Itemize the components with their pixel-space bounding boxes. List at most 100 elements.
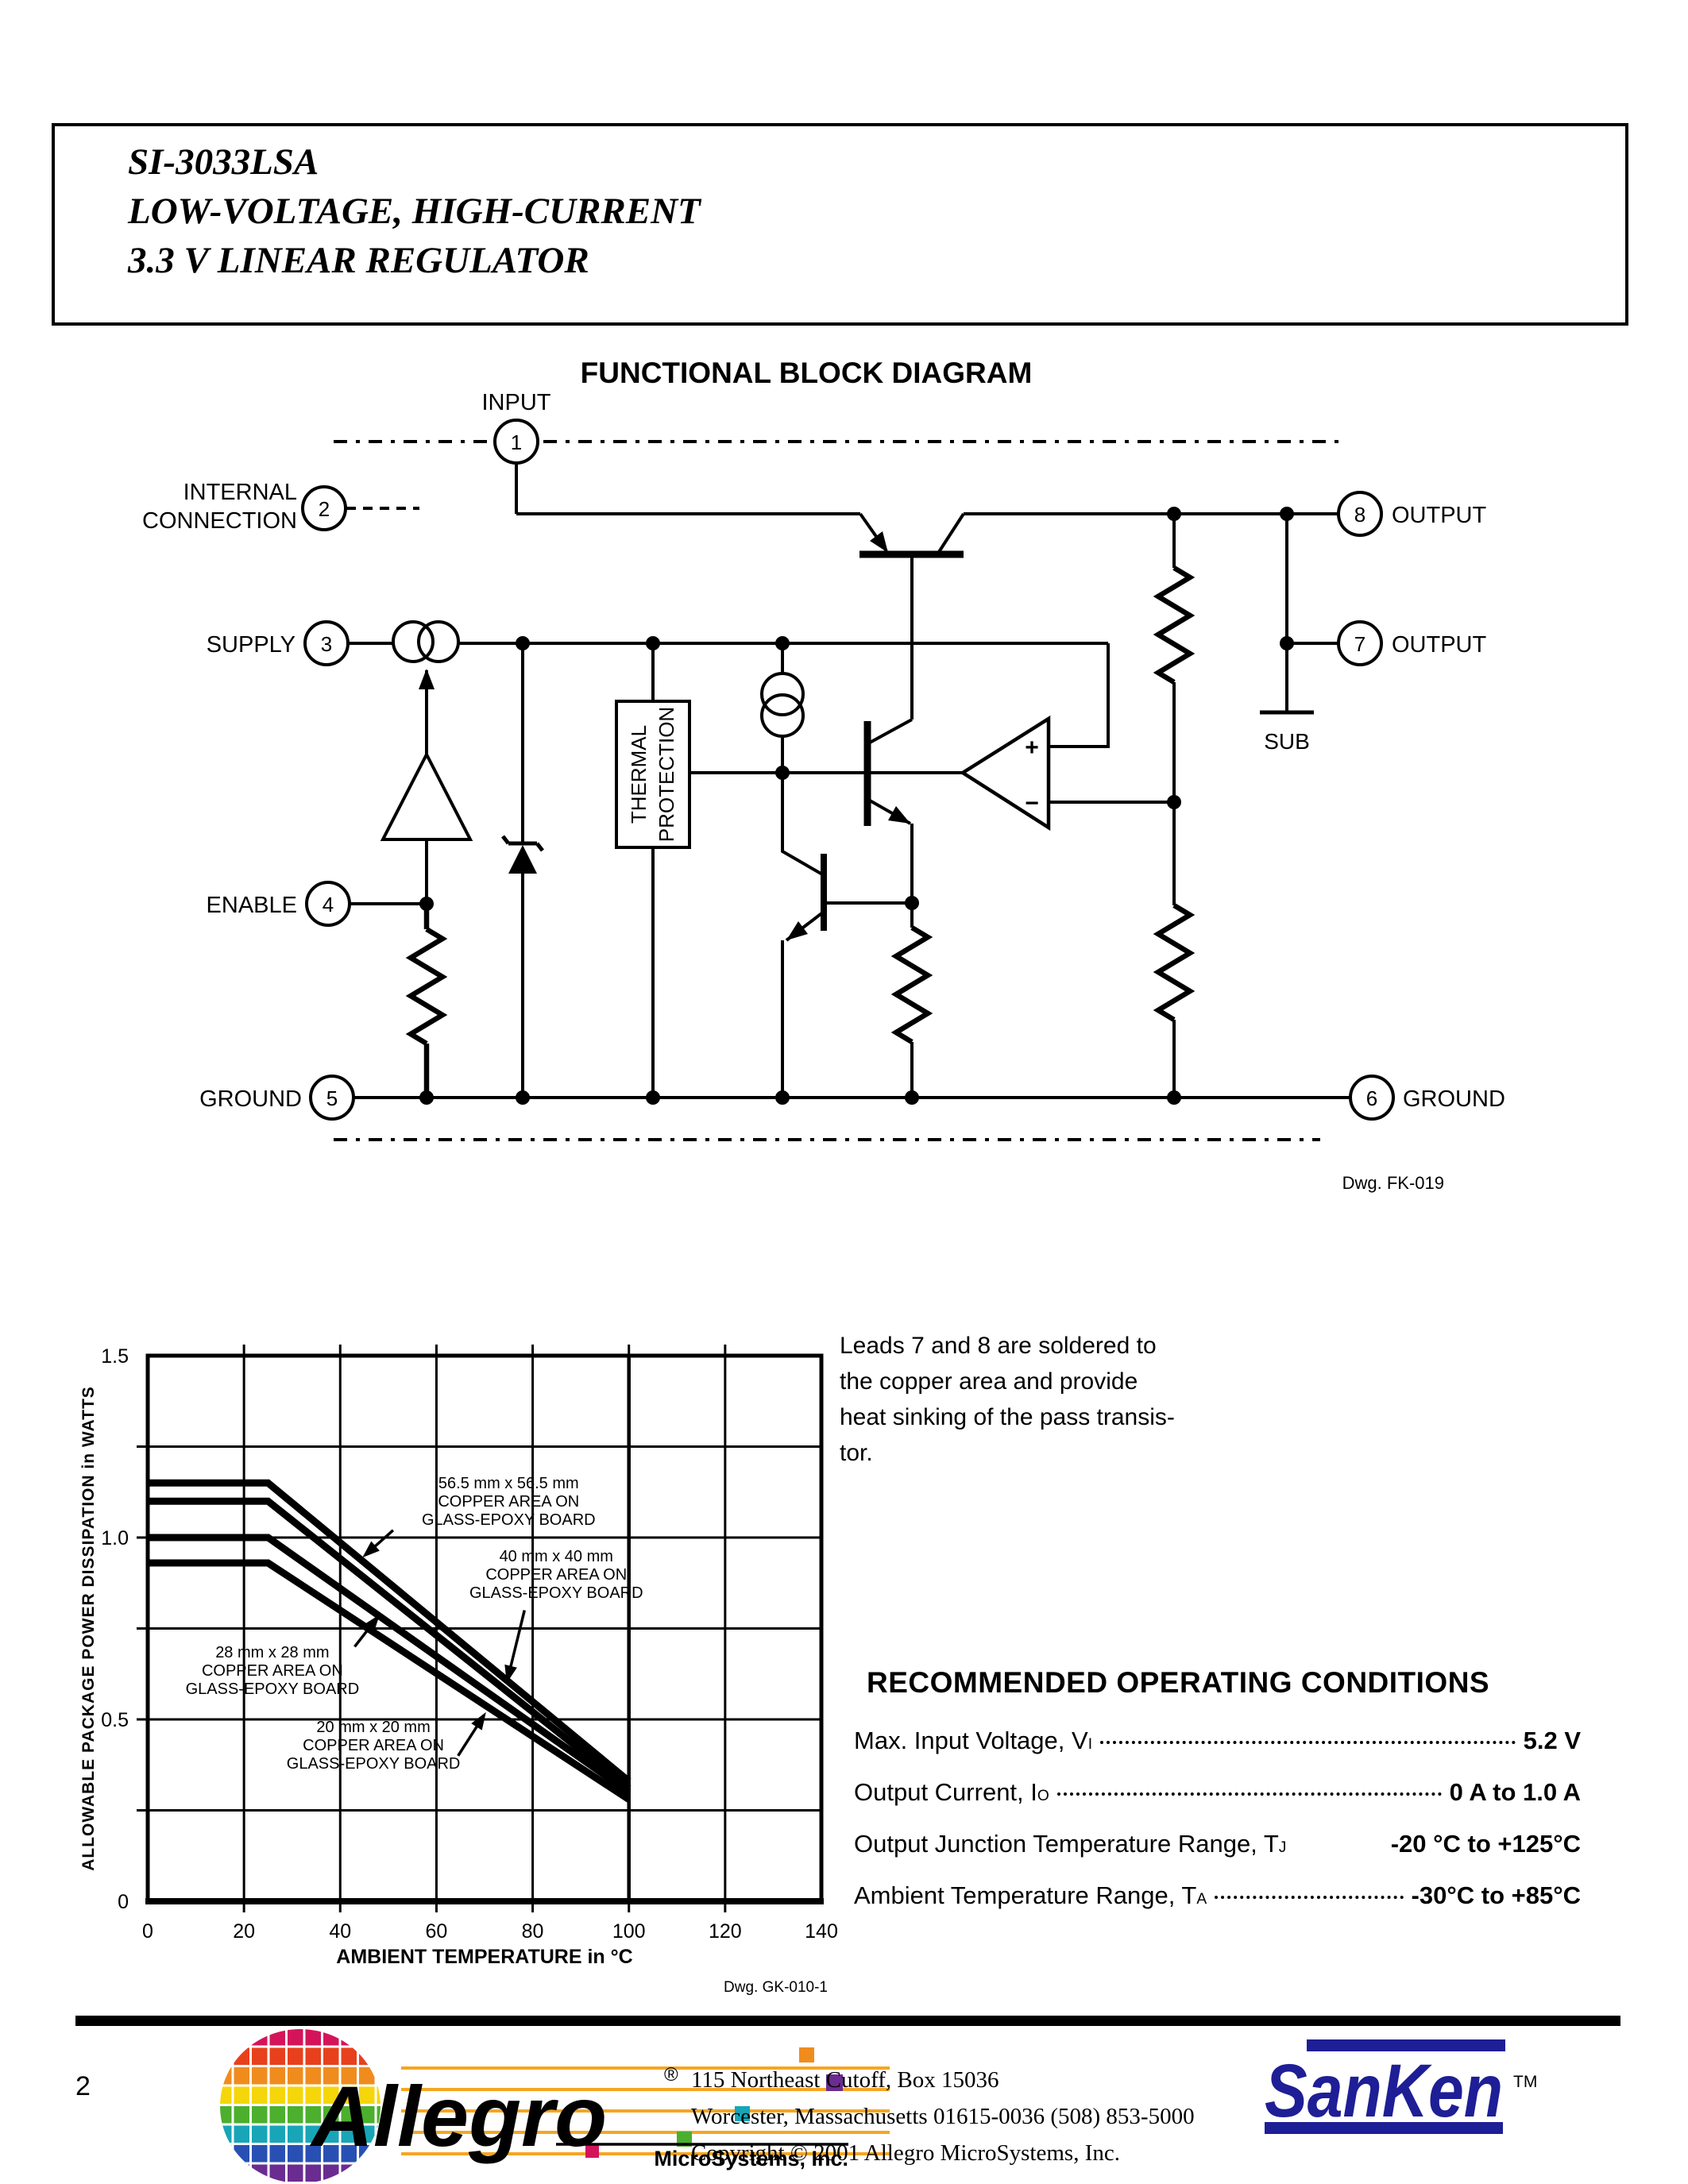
dotted-leader: [1056, 1792, 1442, 1796]
feedback-resistor-lower: [1153, 903, 1196, 1022]
mosaic-tile: [252, 2029, 268, 2046]
internal-connection-label-2: CONNECTION: [142, 508, 297, 534]
mosaic-tile: [269, 2106, 285, 2124]
error-amplifier-triangle: [959, 715, 1051, 832]
annotation-text-4: 20 mm x 20 mm: [316, 1719, 430, 1736]
output8-label: OUTPUT: [1392, 503, 1487, 528]
annotation-text-1: 56.5 mm x 56.5 mm: [438, 1475, 579, 1492]
orange-rule: [401, 2131, 890, 2134]
condition-value: -20 °C to +125°C: [1390, 1830, 1581, 1858]
mosaic-tile: [252, 2125, 268, 2143]
allegro-decor-squares: [585, 2047, 843, 2158]
mosaic-tile: [234, 2164, 249, 2182]
mosaic-tile: [269, 2145, 285, 2163]
pins: 1 2 3 4 5 6 7 8: [301, 419, 1395, 1121]
mosaic-tile: [359, 2164, 375, 2182]
condition-value: 0 A to 1.0 A: [1449, 1778, 1581, 1806]
annotation-arrow-head: [504, 1664, 517, 1684]
thermal-protection-block: [615, 700, 691, 849]
mosaic-tile: [323, 2086, 339, 2104]
sanken-logo: SanKen TM: [1265, 2039, 1537, 2134]
mosaic-tile: [377, 2047, 380, 2065]
mosaic-tile: [288, 2125, 303, 2143]
condition-subscript: O: [1037, 1788, 1049, 1804]
mosaic-tile: [305, 2145, 321, 2163]
mosaic-tile: [252, 2067, 268, 2085]
mosaic-tile: [323, 2164, 339, 2182]
annotation-text-3: 28 mm x 28 mm: [215, 1644, 329, 1661]
decor-square: [799, 2047, 814, 2062]
annotation-text-1: COPPER AREA ON: [438, 1493, 579, 1511]
page-number: 2: [75, 2071, 91, 2101]
mosaic-tile: [359, 2029, 375, 2046]
mosaic-tile: [359, 2106, 375, 2124]
svg-text:6: 6: [1366, 1086, 1377, 1110]
mosaic-tile: [234, 2125, 249, 2143]
chart-drawing-ref: Dwg. GK-010-1: [724, 1979, 828, 1996]
mosaic-tile: [269, 2086, 285, 2104]
mosaic-tile: [220, 2029, 232, 2046]
condition-value: -30°C to +85°C: [1411, 1881, 1581, 1909]
condition-label: Max. Input Voltage, V: [854, 1727, 1088, 1754]
leads-note-line: the copper area and provide: [840, 1368, 1138, 1395]
schematic-wires: [348, 463, 1350, 1099]
mosaic-tile: [323, 2145, 339, 2163]
svg-text:5: 5: [326, 1086, 338, 1110]
series-curve-2: [148, 1497, 632, 1792]
operating-conditions-section: RECOMMENDED OPERATING CONDITIONS Max. In…: [854, 1666, 1581, 1933]
decor-square: [585, 2144, 599, 2158]
mosaic-tile: [252, 2106, 268, 2124]
mosaic-tile: [288, 2145, 303, 2163]
address-line: 115 Northeast Cutoff, Box 15036: [691, 2067, 999, 2093]
annotation-arrow-line: [457, 1720, 481, 1757]
registered-mark: ®: [664, 2064, 678, 2086]
series-curve-3: [148, 1534, 632, 1796]
mosaic-tile: [234, 2067, 249, 2085]
svg-text:8: 8: [1354, 503, 1365, 527]
zener-diode: [501, 835, 544, 874]
address-line: Worcester, Massachusetts 01615-0036 (508…: [691, 2104, 1195, 2129]
mosaic-tile: [359, 2047, 375, 2065]
mosaic-tile: [269, 2067, 285, 2085]
sanken-bottom-bar: [1265, 2122, 1503, 2134]
pin-3: 3: [303, 620, 350, 666]
leads-note: Leads 7 and 8 are soldered to the copper…: [840, 1328, 1175, 1471]
y-tick-label: 0.5: [101, 1709, 129, 1731]
mosaic-tile: [269, 2164, 285, 2182]
mosaic-tile: [252, 2164, 268, 2182]
x-tick-label: 120: [709, 1920, 742, 1943]
ground-left-label: GROUND: [199, 1086, 302, 1112]
decor-square: [735, 2106, 750, 2121]
mosaic-tile: [377, 2086, 380, 2104]
x-tick-label: 20: [233, 1920, 255, 1943]
supply-label: SUPPLY: [207, 632, 295, 658]
y-tick-label: 1.5: [101, 1345, 129, 1368]
y-tick-label: 1.0: [101, 1527, 129, 1549]
y-axis-title: ALLOWABLE PACKAGE POWER DISSIPATION in W…: [79, 1386, 98, 1871]
mosaic-tile: [377, 2106, 380, 2124]
sanken-tm: TM: [1513, 2073, 1537, 2091]
diagram-drawing-ref: Dwg. FK-019: [1342, 1173, 1444, 1193]
q1-emitter-arrow: [888, 806, 910, 824]
mosaic-tile: [323, 2029, 339, 2046]
mosaic-tile: [377, 2029, 380, 2046]
pin-6: 6: [1349, 1075, 1395, 1121]
mosaic-tile: [220, 2145, 232, 2163]
mosaic-tile: [341, 2125, 357, 2143]
decor-square: [826, 2074, 843, 2091]
opamp-plus-label: +: [1025, 735, 1039, 761]
mosaic-tile: [305, 2029, 321, 2046]
ground-right-label: GROUND: [1403, 1086, 1505, 1112]
address-line: Copyright © 2001 Allegro MicroSystems, I…: [691, 2140, 1120, 2166]
sanken-top-bar: [1307, 2039, 1505, 2051]
diagram-title: FUNCTIONAL BLOCK DIAGRAM: [581, 357, 1033, 389]
mosaic-tile: [341, 2029, 357, 2046]
condition-label: Output Junction Temperature Range, T: [854, 1830, 1279, 1858]
condition-label: Output Current, I: [854, 1778, 1037, 1806]
annotation-arrow-head: [471, 1711, 486, 1731]
mosaic-tile: [305, 2125, 321, 2143]
mosaic-tile: [234, 2029, 249, 2046]
